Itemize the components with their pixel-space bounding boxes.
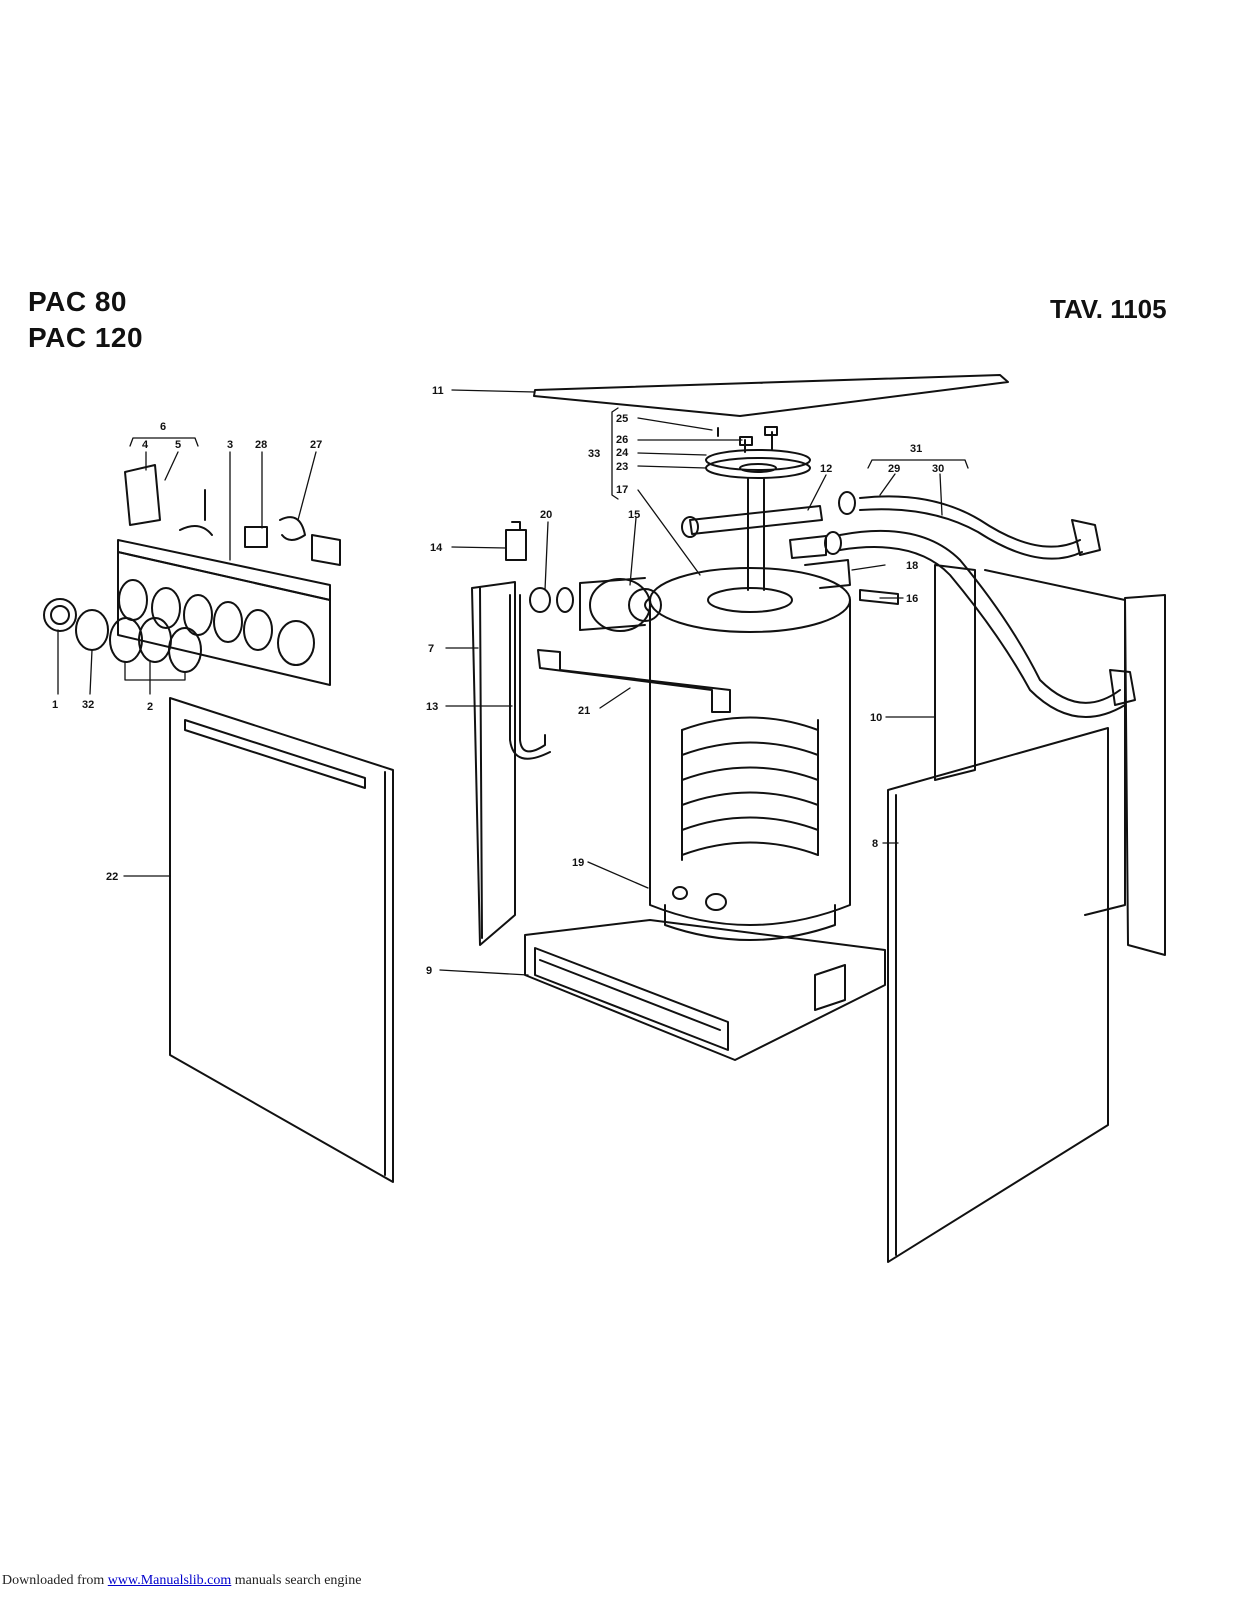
label-7: 7 [428,643,434,655]
label-32: 32 [82,699,94,711]
switch-28 [244,526,268,548]
label-5: 5 [175,439,181,451]
label-18: 18 [906,560,918,572]
tank [649,567,851,941]
manualslib-link[interactable]: www.Manualslib.com [107,1573,232,1588]
label-3: 3 [227,439,233,451]
label-8: 8 [872,838,878,850]
label-10: 10 [870,712,882,724]
label-19: 19 [572,857,584,869]
label-27: 27 [310,439,322,451]
label-23: 23 [616,461,628,473]
label-26: 26 [616,434,628,446]
label-22: 22 [106,871,118,883]
download-footer: Downloaded from www.Manualslib.com manua… [2,1573,362,1589]
label-21: 21 [578,705,590,717]
model-title-pac120: PAC 120 [28,322,144,353]
part-labels: 1 32 2 6 4 5 3 28 27 11 25 26 33 24 23 1… [52,385,944,977]
base-tray [524,919,886,1061]
label-25: 25 [616,413,628,425]
footer-prefix: Downloaded from [2,1573,108,1588]
air-vent [505,521,527,561]
leader-lines [57,389,969,976]
label-17: 17 [616,484,628,496]
label-11: 11 [432,385,444,397]
label-28: 28 [255,439,267,451]
footer-suffix: manuals search engine [231,1573,362,1588]
terminal-block [311,534,341,566]
top-lid [533,374,1009,417]
model-title-pac80: PAC 80 [28,286,127,317]
label-30: 30 [932,463,944,475]
label-31: 31 [910,443,922,455]
pipe [509,594,551,760]
bracket [537,649,731,713]
label-15: 15 [628,509,640,521]
label-16: 16 [906,593,918,605]
label-6: 6 [160,421,166,433]
label-2: 2 [147,701,153,713]
flange-assembly [705,426,811,591]
label-20: 20 [540,509,552,521]
capillary [179,489,213,536]
label-33: 33 [588,448,600,460]
hose-set [824,491,1136,718]
label-29: 29 [888,463,900,475]
rear-panel [934,564,1126,916]
label-1: 1 [52,699,58,711]
table-reference: TAV. 1105 [1050,294,1167,324]
side-panel-right [887,727,1109,1263]
fitting-18 [789,535,851,589]
front-panel [169,697,394,1183]
label-24: 24 [616,447,629,459]
thermostat-unit [124,464,161,526]
label-12: 12 [820,463,832,475]
label-14: 14 [430,542,443,554]
label-9: 9 [426,965,432,977]
pump [579,577,662,632]
heating-element-tube [689,505,823,535]
label-4: 4 [142,439,149,451]
coil-27 [279,516,306,541]
label-13: 13 [426,701,438,713]
valve-16 [859,589,899,605]
side-panel-left [471,581,516,946]
